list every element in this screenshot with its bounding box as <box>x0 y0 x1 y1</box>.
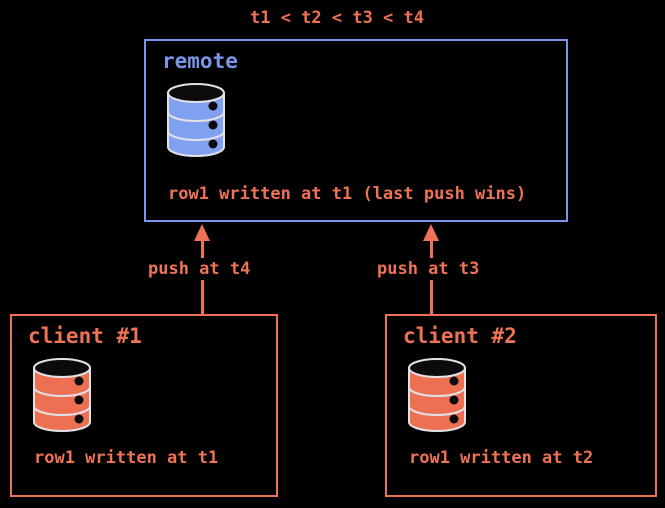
remote-note: row1 written at t1 (last push wins) <box>168 184 527 204</box>
remote-box: remote row1 written at t1 (last push win… <box>144 39 568 222</box>
push-label-client1: push at t4 <box>145 258 254 280</box>
client1-note: row1 written at t1 <box>34 448 219 468</box>
client1-box: client #1 row1 written at t1 <box>10 314 278 497</box>
remote-database-icon <box>167 83 225 157</box>
client2-database-icon <box>408 358 466 432</box>
client1-label: client #1 <box>28 324 142 348</box>
push-label-client2: push at t3 <box>374 258 483 280</box>
client2-label: client #2 <box>403 324 517 348</box>
timeline-caption: t1 < t2 < t3 < t4 <box>250 8 424 28</box>
arrow-up-icon <box>423 224 439 241</box>
client2-note: row1 written at t2 <box>409 448 594 468</box>
arrow-up-icon <box>194 224 210 241</box>
client1-database-icon <box>33 358 91 432</box>
client2-box: client #2 row1 written at t2 <box>385 314 657 497</box>
remote-label: remote <box>162 49 238 73</box>
